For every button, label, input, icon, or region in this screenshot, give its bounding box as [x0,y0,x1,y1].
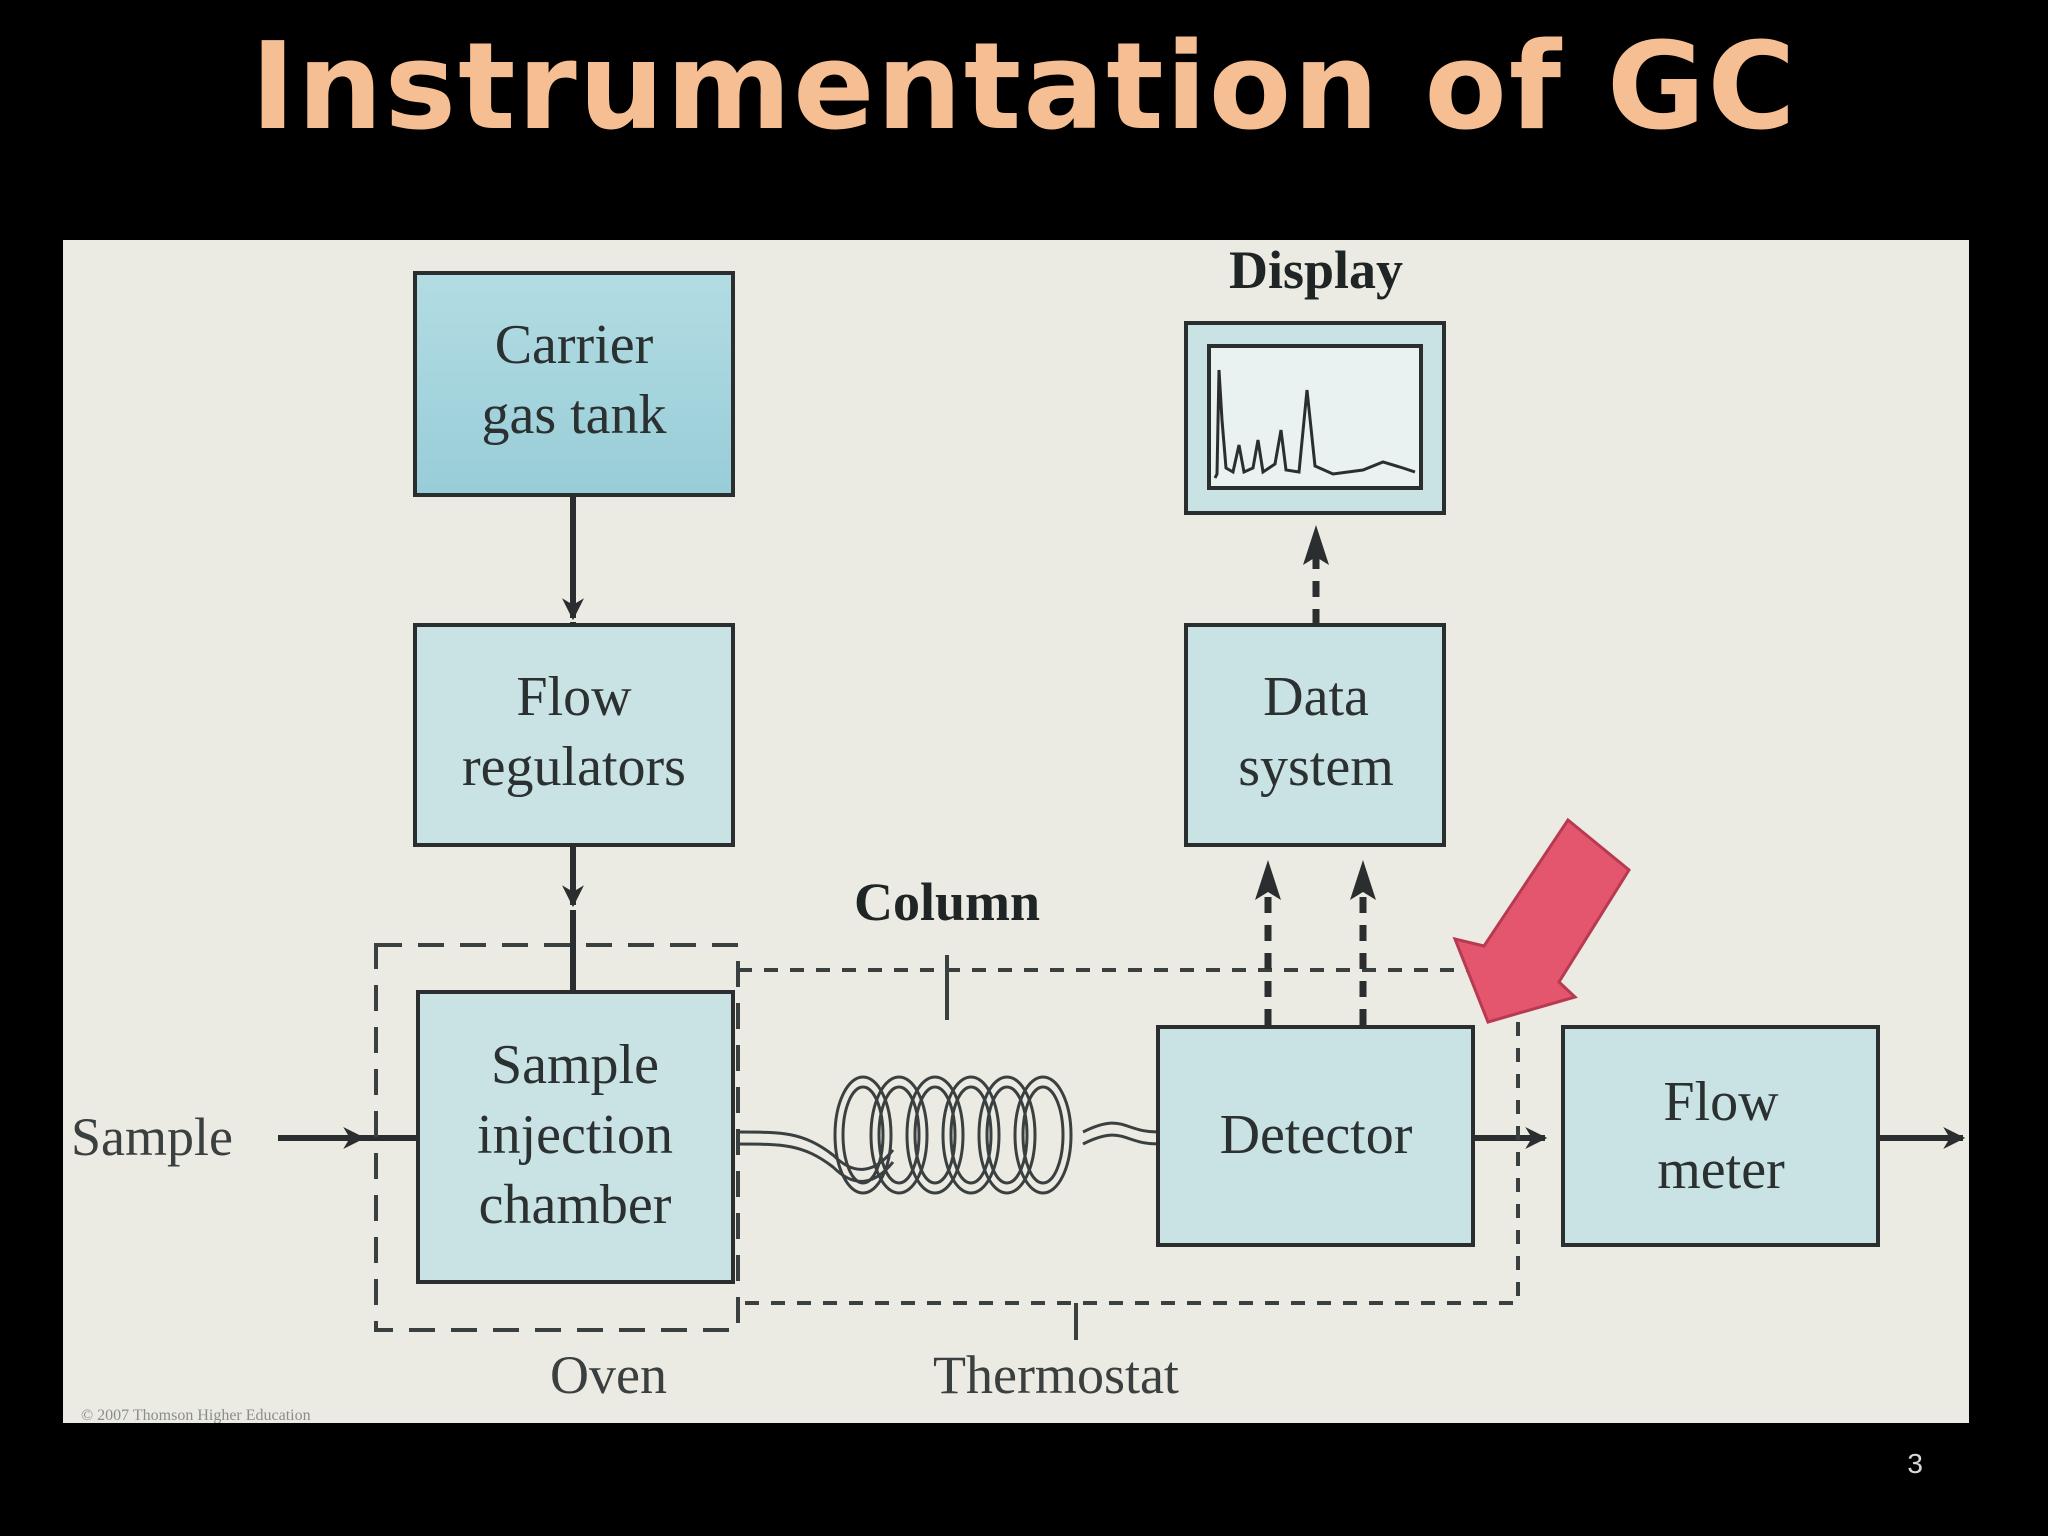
sample-injection-chamber-box: Sample injection chamber [416,990,735,1284]
slide-title: Instrumentation of GC [250,18,1798,157]
column-label: Column [854,872,1040,932]
carrier-gas-tank-box: Carrier gas tank [413,271,735,497]
highlight-arrow [1452,817,1631,1024]
sample-injection-chamber-line-2: injection [477,1104,673,1166]
display-monitor [1184,321,1446,515]
detector-box: Detector [1156,1025,1475,1247]
sample-injection-chamber-line-3: chamber [479,1174,672,1236]
sample-label: Sample [71,1107,233,1167]
carrier-gas-tank-line-2: gas tank [481,384,666,446]
page-number: 3 [1907,1448,1923,1479]
flow-regulators-line-1: Flow [516,666,632,728]
carrier-gas-tank-line-1: Carrier [495,314,654,376]
oven-label: Oven [550,1345,667,1405]
oven-enclosure [374,943,740,1332]
data-system-line-1: Data [1263,666,1369,728]
column-coil [737,1075,1159,1195]
detector-label: Detector [1220,1104,1413,1166]
data-system-line-2: system [1238,736,1394,798]
thermostat-label: Thermostat [933,1345,1179,1405]
gc-diagram: Carrier gas tank Flow regulators Sample … [63,240,1969,1423]
flow-regulators-line-2: regulators [462,736,686,798]
signal-lines [1264,545,1367,1025]
chromatogram-trace [1213,369,1416,479]
flow-regulators-box: Flow regulators [413,623,735,847]
data-system-box: Data system [1184,623,1446,847]
flow-meter-box: Flow meter [1561,1025,1880,1247]
display-label: Display [1229,240,1403,300]
signal-arrowheads [1255,525,1376,900]
thermostat-enclosure [738,955,1520,1340]
sample-injection-chamber-line-1: Sample [491,1034,659,1096]
copyright-notice: © 2007 Thomson Higher Education [81,1407,311,1423]
flow-meter-line-2: meter [1657,1139,1785,1201]
gas-flow-lines [278,497,1966,1149]
flow-meter-line-1: Flow [1663,1071,1779,1133]
